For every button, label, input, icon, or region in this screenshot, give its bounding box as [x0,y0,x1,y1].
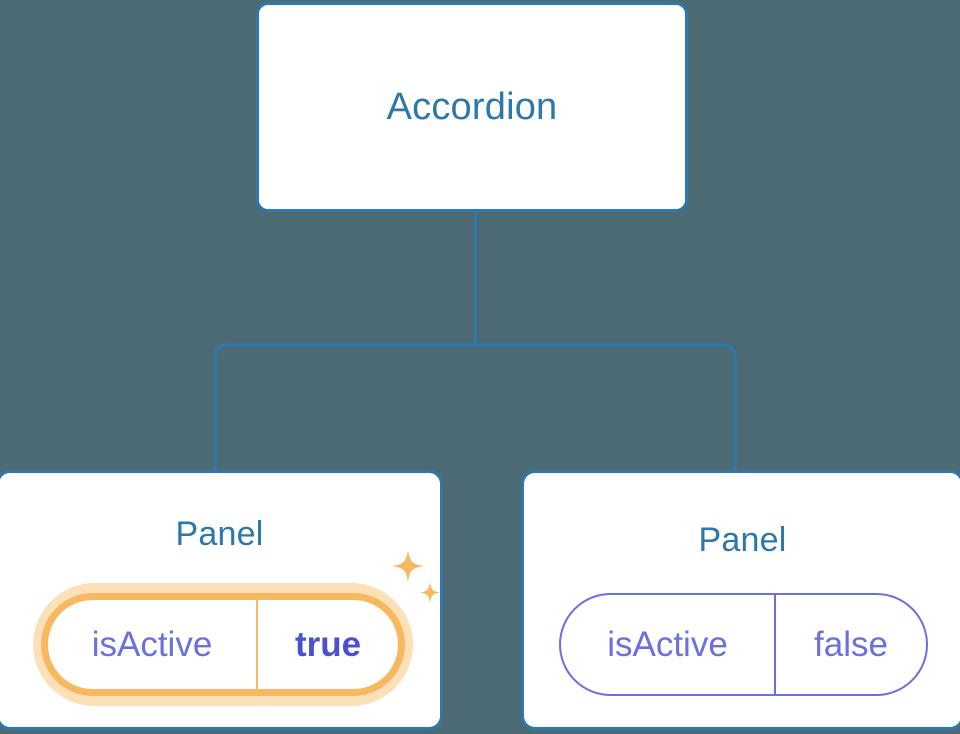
prop-pill-isactive-true[interactable]: isActive true [41,593,405,696]
prop-key: isActive [48,600,258,689]
connector-branch-right [475,343,737,474]
connector-branch-left [213,343,476,474]
node-accordion-title: Accordion [386,85,558,128]
node-panel-inactive[interactable]: Panel isActive false [521,470,960,730]
node-panel-inactive-title: Panel [698,521,787,559]
prop-value: true [294,624,362,664]
prop-pill-isactive-false[interactable]: isActive false [559,593,928,696]
sparkle-small-icon [420,582,440,603]
prop-pill-highlight-wrapper: isActive true [33,583,413,706]
prop-key: isActive [561,595,776,694]
node-panel-active-title: Panel [175,515,264,553]
sparkle-large-icon [392,550,424,582]
node-panel-active[interactable]: Panel isActive true [0,470,443,730]
prop-value: false [814,624,888,664]
node-accordion[interactable]: Accordion [256,2,688,212]
